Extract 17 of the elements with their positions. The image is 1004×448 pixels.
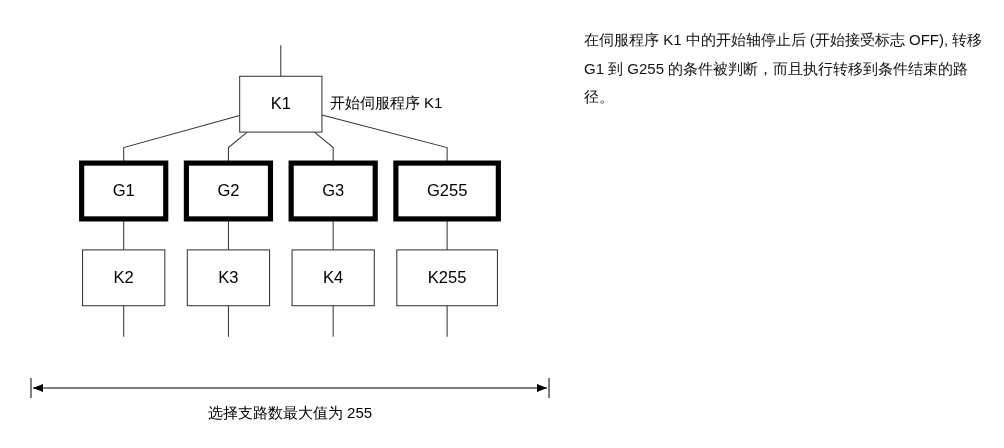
node-box: K3 [186, 249, 271, 307]
node-box: G255 [393, 160, 501, 222]
node-box: G3 [288, 160, 378, 222]
connector [446, 305, 448, 338]
step-caption: 开始伺服程序 K1 [329, 94, 443, 114]
node-box: K1 [239, 75, 323, 133]
node-box: G1 [79, 160, 169, 222]
connector [123, 305, 125, 338]
note-text: 在伺服程序 K1 中的开始轴停止后 (开始接受标志 OFF), 转移 G1 到 G255 的条件被判断，而且执行转移到条件结束的路径。 [584, 30, 984, 107]
dimension-text: 选择支路数最大值为 255 [206, 404, 374, 423]
node-box: K4 [291, 249, 375, 307]
node-box: K2 [82, 249, 166, 307]
connector [280, 44, 282, 77]
connector [227, 305, 229, 338]
node-box: G2 [183, 160, 274, 222]
node-box: K255 [396, 249, 498, 307]
connector [332, 305, 334, 338]
